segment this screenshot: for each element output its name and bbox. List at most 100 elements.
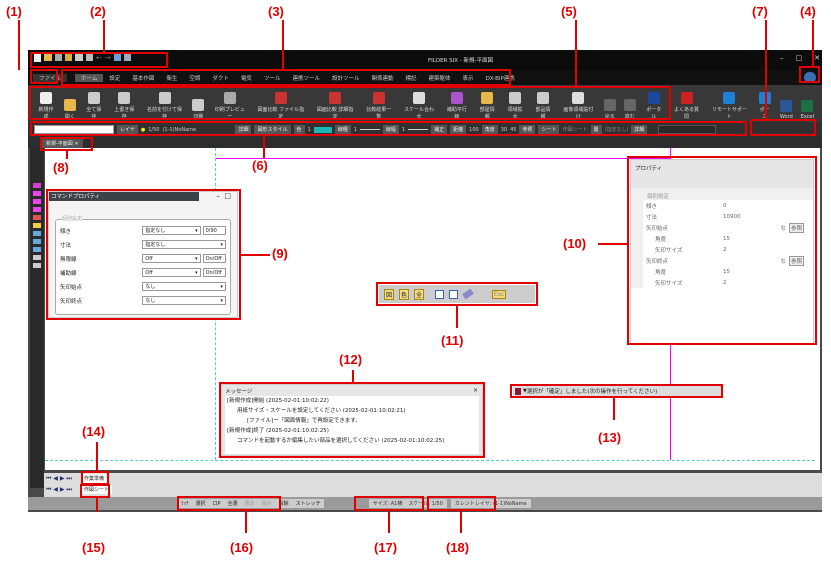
copy-icon[interactable]	[113, 54, 121, 61]
menu-tab[interactable]: 表示	[462, 75, 474, 82]
menu-tab[interactable]: 衛生	[166, 75, 178, 82]
property-value[interactable]: な	[780, 258, 786, 265]
property-select[interactable]: なし▾	[142, 282, 226, 291]
maximize-button[interactable]: □	[795, 54, 803, 62]
ribbon-button[interactable]: 部品情報	[533, 92, 553, 120]
color-swatch[interactable]	[313, 126, 332, 133]
copy-icon[interactable]	[435, 289, 445, 299]
ribbon-button[interactable]: 比較結果一覧	[364, 92, 394, 120]
menu-tab[interactable]: 建築躯体	[428, 75, 451, 82]
mode-button[interactable]: 選択	[195, 501, 206, 507]
minimize-button[interactable]: –	[780, 54, 784, 62]
close-button[interactable]: ✕	[814, 54, 820, 62]
property-row[interactable]: 矢印終点な参照	[631, 255, 813, 266]
mode-button[interactable]: ﾗｯﾁ	[181, 501, 189, 507]
symbol-tool-icon[interactable]	[33, 247, 41, 252]
ribbon-button[interactable]: 名前を付けて保存	[145, 92, 185, 120]
property-row[interactable]: 矢印始点な参照	[631, 222, 813, 233]
property-value[interactable]: 15	[723, 235, 730, 242]
distance-button[interactable]: 距離	[450, 125, 467, 134]
save-icon[interactable]	[55, 54, 62, 61]
ribbon-button[interactable]: Word	[780, 100, 793, 120]
mode-button[interactable]: 除外	[261, 501, 272, 507]
toggle-button[interactable]: 0/90	[202, 226, 226, 235]
color-button[interactable]: 色	[293, 125, 305, 134]
mode-button[interactable]: 口P	[212, 501, 221, 507]
angle-value[interactable]: 30	[500, 126, 508, 133]
arrow-tool-icon[interactable]	[33, 215, 41, 220]
property-value[interactable]: 15	[723, 268, 730, 275]
ribbon-button[interactable]: 図面比較 詳細指定	[314, 92, 355, 120]
ribbon-button[interactable]: 印刷	[192, 99, 205, 120]
detail-button-2[interactable]: 詳細	[631, 125, 648, 134]
menu-tab[interactable]: 連携ツール	[292, 75, 320, 82]
sheet-select[interactable]: 作図シート	[562, 127, 588, 133]
linewidth-button[interactable]: 線幅	[382, 125, 399, 134]
settings-icon[interactable]	[123, 54, 131, 61]
ribbon-button[interactable]: ポータル	[644, 92, 664, 120]
toggle-button[interactable]: On/Off	[202, 254, 226, 263]
mode-button[interactable]: 解除	[278, 501, 289, 507]
symbol-tool-icon[interactable]	[33, 231, 41, 236]
sheet-nav-buttons-2[interactable]: ⏮ ◀ ▶ ⏭	[46, 486, 72, 493]
angle-value-2[interactable]: 45	[510, 126, 517, 133]
ribbon-button[interactable]: 印刷プレビュー	[212, 92, 247, 120]
linetype-button[interactable]: 線種	[334, 125, 351, 134]
cross-tool-icon[interactable]	[33, 199, 41, 204]
reference-button[interactable]: 参照	[789, 222, 805, 233]
property-select[interactable]: なし▾	[142, 296, 226, 305]
fix-button[interactable]: 図	[384, 288, 395, 300]
undo-icon[interactable]: ←	[96, 54, 102, 62]
ribbon-button[interactable]: 上書き保存	[112, 92, 137, 120]
ribbon-button[interactable]: 部屋情報	[477, 92, 497, 120]
menu-tab[interactable]: ダクト	[212, 75, 229, 82]
menu-tab[interactable]: ツール	[263, 75, 281, 82]
mode-button[interactable]: 限定	[244, 501, 255, 507]
sheet-nav-buttons[interactable]: ⏮ ◀ ▶ ⏭	[46, 475, 72, 482]
text-tool-icon[interactable]	[33, 223, 41, 228]
layer-button[interactable]: レイヤ	[117, 125, 138, 134]
property-select[interactable]: 指定なし▾	[142, 240, 226, 249]
sheet-tab-prep[interactable]: 作業準備	[81, 474, 108, 483]
color-button[interactable]: 色	[399, 288, 410, 300]
mode-button[interactable]: ストレッチ	[295, 501, 321, 507]
all-button[interactable]: 全	[414, 288, 425, 300]
menu-tab[interactable]: 関係連動	[371, 75, 394, 82]
property-value[interactable]: 2	[723, 246, 727, 253]
ribbon-button[interactable]: 開く	[63, 99, 76, 120]
dropdown-icon[interactable]: ▼	[523, 388, 527, 394]
symbol-tool-icon[interactable]	[33, 239, 41, 244]
close-icon[interactable]: ×	[472, 387, 478, 394]
correct-button[interactable]: 補正	[431, 125, 448, 134]
style-button[interactable]: 図形スタイル	[254, 125, 291, 134]
cross-tool-icon[interactable]	[33, 191, 41, 196]
escape-button[interactable]: Esc	[492, 289, 507, 299]
doc-tab[interactable]: 新規-平面図 ✕	[42, 139, 83, 148]
sheet-tab-drawing[interactable]: 作図シート	[81, 485, 113, 494]
ribbon-button[interactable]: 画像領域貼付け	[561, 92, 596, 120]
tier-button[interactable]: 層	[590, 125, 602, 134]
menu-tab[interactable]: 設計ツール	[331, 75, 360, 82]
property-select[interactable]: Off▾	[142, 268, 201, 277]
layer-select[interactable]	[34, 125, 114, 134]
menu-tab[interactable]: 電気	[240, 75, 252, 82]
mode-button[interactable]: 全選	[227, 501, 238, 507]
ribbon-button[interactable]: 図面比較 ファイル指定	[255, 92, 306, 120]
redo-icon[interactable]: →	[104, 54, 111, 62]
property-value[interactable]: 2	[723, 279, 727, 286]
menu-tab[interactable]: 空調	[189, 75, 201, 82]
angle-button[interactable]: 角度	[481, 125, 498, 134]
help-icon[interactable]	[804, 72, 816, 83]
menu-tab[interactable]: 標記	[405, 75, 417, 82]
reference-button[interactable]: 参照	[519, 125, 536, 134]
move-icon[interactable]	[449, 289, 459, 299]
toolbar-extra[interactable]	[658, 125, 717, 134]
menu-tab[interactable]: ホーム	[75, 73, 104, 82]
print-icon[interactable]	[75, 54, 83, 61]
line-tool-icon[interactable]	[33, 183, 41, 188]
erase-tool-icon[interactable]	[33, 263, 41, 268]
